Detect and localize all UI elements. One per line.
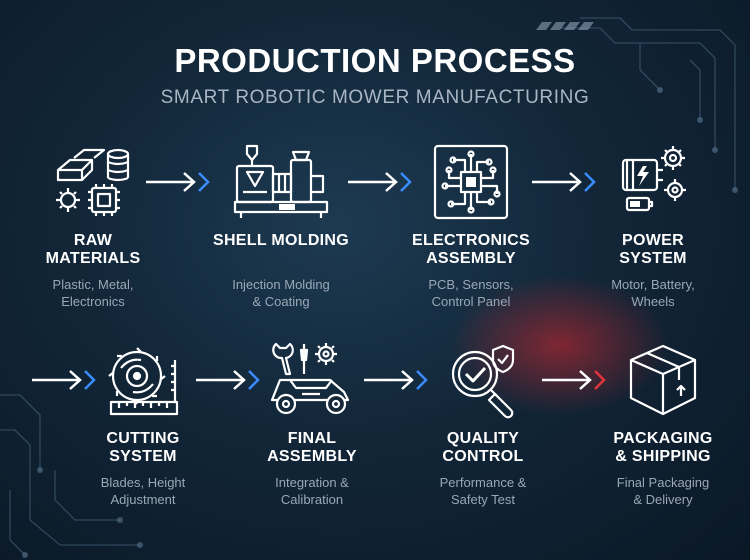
flow-arrow-red [542, 370, 606, 390]
step-title: CUTTING SYSTEM [106, 430, 180, 465]
magnifier-check-icon [451, 344, 515, 419]
flow-arrow [364, 370, 428, 390]
step-quality-control: QUALITY CONTROL Performance & Safety Tes… [398, 340, 568, 508]
step-title: QUALITY CONTROL [442, 430, 524, 465]
flow-arrow [196, 370, 260, 390]
step-description: Final Packaging & Delivery [616, 475, 710, 507]
step-description: Blades, Height Adjustment [100, 475, 186, 507]
flow-arrow [532, 172, 596, 192]
step-title: PACKAGING & SHIPPING [613, 430, 713, 465]
step-title: SHELL MOLDING [212, 232, 350, 249]
step-description: Injection Molding & Coating [232, 277, 330, 309]
flow-arrow [32, 370, 96, 390]
raw-materials-icon [56, 148, 130, 216]
step-description: Performance & Safety Test [439, 475, 527, 507]
step-shell-molding: SHELL MOLDING Injection Molding & Coatin… [196, 142, 366, 310]
step-title: POWER SYSTEM [619, 232, 687, 267]
step-description: Integration & Calibration [275, 475, 349, 507]
flow-arrow [348, 172, 412, 192]
step-final-assembly: FINAL ASSEMBLY Integration & Calibration [227, 340, 397, 508]
page-subtitle: SMART ROBOTIC MOWER MANUFACTURING [160, 87, 590, 108]
circuit-board-icon [433, 144, 509, 220]
step-description: Motor, Battery, Wheels [611, 277, 695, 309]
step-title: RAW MATERIALS [45, 232, 141, 267]
step-cutting-system: CUTTING SYSTEM Blades, Height Adjustment [58, 340, 228, 508]
step-title: FINAL ASSEMBLY [267, 430, 357, 465]
box-icon [629, 344, 697, 416]
step-description: Plastic, Metal, Electronics [52, 277, 134, 309]
mower-tools-icon [270, 342, 350, 415]
step-electronics-assembly: ELECTRONICS ASSEMBLY PCB, Sensors, Contr… [386, 142, 556, 310]
step-description: PCB, Sensors, Control Panel [428, 277, 514, 309]
motor-gear-icon [621, 146, 686, 212]
molding-machine-icon [233, 144, 329, 218]
step-raw-materials: RAW MATERIALS Plastic, Metal, Electronic… [8, 142, 178, 310]
step-power-system: POWER SYSTEM Motor, Battery, Wheels [568, 142, 738, 310]
step-title: ELECTRONICS ASSEMBLY [412, 232, 530, 267]
blade-icon [108, 347, 179, 416]
step-packaging-shipping: PACKAGING & SHIPPING Final Packaging & D… [578, 340, 748, 508]
flow-arrow [146, 172, 210, 192]
page-title: PRODUCTION PROCESS [174, 42, 576, 79]
